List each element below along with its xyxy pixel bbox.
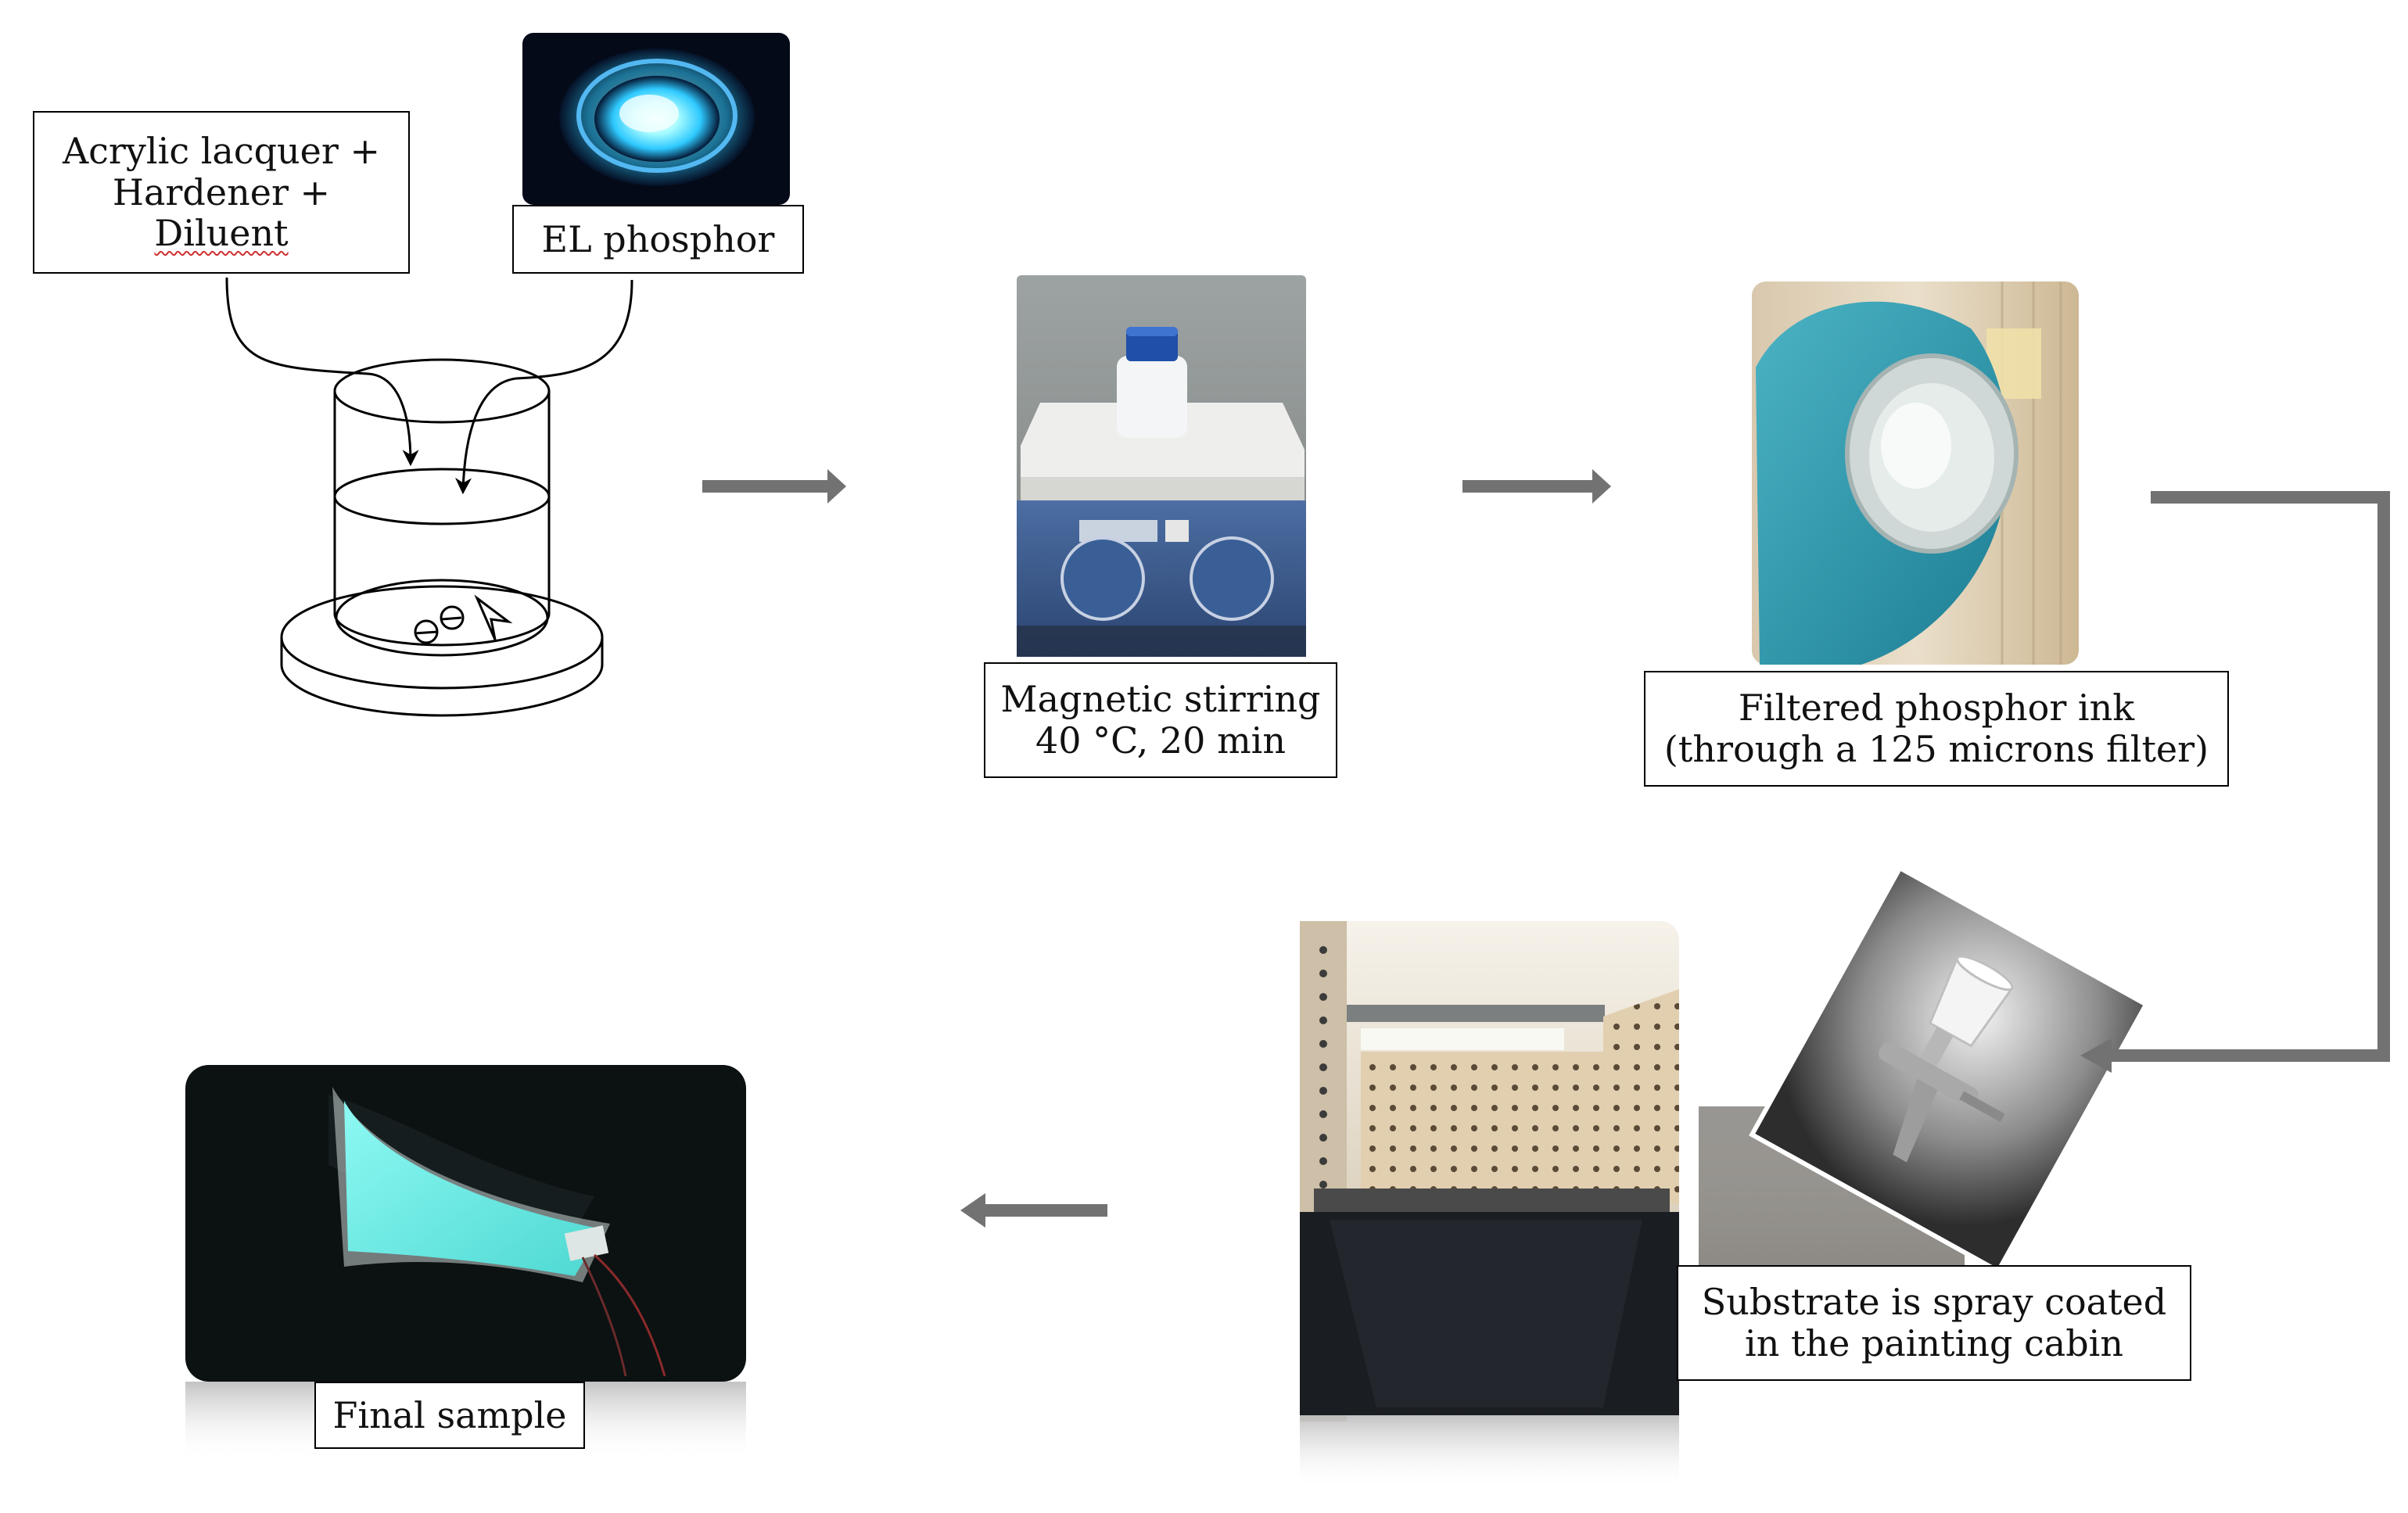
flow-arrow-final [960, 1193, 1107, 1228]
filtered-label: Filtered phosphor ink (through a 125 mic… [1644, 671, 2229, 787]
stirring-label: Magnetic stirring 40 °C, 20 min [984, 662, 1337, 778]
flow-arrows [702, 469, 2390, 1228]
flow-arrow-1 [702, 469, 846, 504]
beaker-schematic [280, 358, 604, 717]
ingredients-line-2: Hardener + [112, 170, 331, 213]
phosphor-text: EL phosphor [541, 217, 775, 260]
arrow-phosphor-to-beaker [455, 279, 633, 495]
filtered-ink-photo [1752, 281, 2079, 665]
arrow-ingredients-to-beaker [225, 277, 419, 467]
stirring-line-2: 40 °C, 20 min [1035, 719, 1287, 762]
spray-label: Substrate is spray coated in the paintin… [1677, 1265, 2191, 1381]
filtered-line-2: (through a 125 microns filter) [1663, 728, 2209, 770]
flow-arrow-elbow [2080, 491, 2390, 1073]
spray-gun-photo [1699, 864, 2150, 1275]
ingredients-line-1: Acrylic lacquer + [62, 129, 381, 172]
ingredients-label: Acrylic lacquer + Hardener + Diluent [33, 111, 410, 274]
final-label: Final sample [314, 1382, 585, 1449]
flow-arrow-2 [1462, 469, 1611, 504]
phosphor-glow-photo [522, 33, 790, 205]
painting-cabin-photo [1300, 921, 1679, 1490]
spray-line-2: in the painting cabin [1745, 1322, 2123, 1364]
spray-line-1: Substrate is spray coated [1701, 1281, 2167, 1324]
stirring-line-1: Magnetic stirring [1000, 678, 1321, 721]
phosphor-label: EL phosphor [512, 205, 804, 274]
final-text: Final sample [332, 1393, 567, 1436]
magnetic-stirrer-photo [1017, 275, 1306, 657]
ingredients-line-3: Diluent [154, 212, 289, 255]
filtered-line-1: Filtered phosphor ink [1738, 687, 2135, 730]
